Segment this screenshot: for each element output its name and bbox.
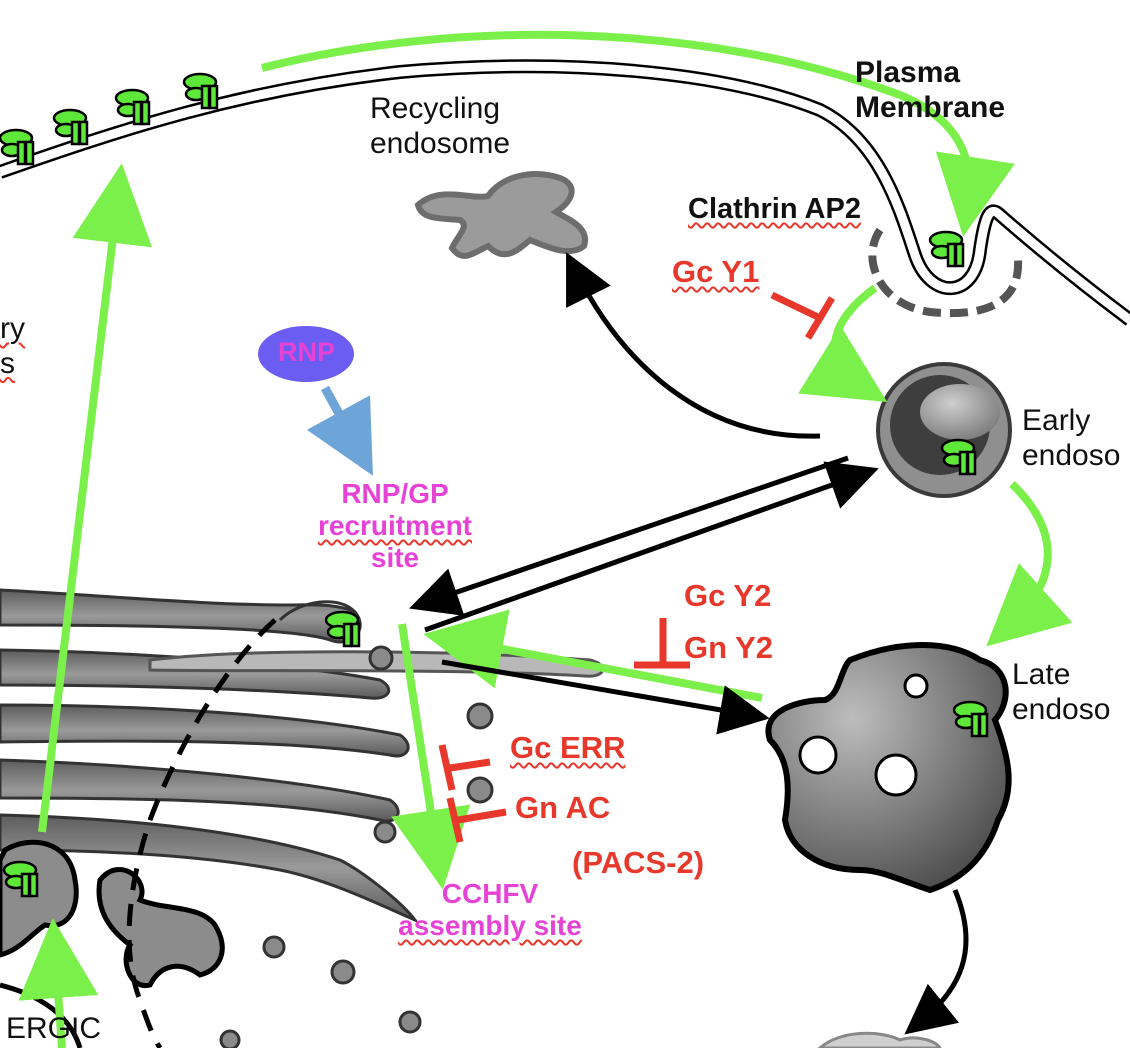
arrow-late-to-golgi: [423, 609, 763, 702]
gc-y2-label: Gc Y2: [684, 578, 772, 613]
gc-err-label: Gc ERR: [510, 730, 626, 765]
inhibit-gc-err-stem: [449, 758, 491, 772]
gc-y1-label: Gc Y1: [672, 254, 760, 289]
pacs2-label: (PACS-2): [572, 845, 705, 880]
arrow-late-downward: [904, 889, 969, 1035]
ergic-label: ERGIC: [6, 1012, 102, 1045]
green-trafficking-arrows: [18, 30, 1073, 1048]
rnp-label: RNP: [278, 337, 336, 367]
inhibit-gc-err-bar: [438, 744, 456, 791]
inhibition-markers: [438, 291, 836, 843]
arrow-early-to-late: [986, 481, 1073, 647]
arrow-pit-to-early: [798, 284, 888, 402]
arrow-into-ergic: [18, 918, 99, 1048]
early-endosome-shape: [876, 362, 1012, 498]
rnp-blob: [258, 326, 354, 382]
arrow-golgi-to-early: [424, 461, 879, 633]
recycling-endosome-shape: [414, 171, 589, 259]
inhibit-gc-y1: [770, 291, 822, 322]
gn-ac-label: Gn AC: [515, 790, 611, 825]
nucleus-dashed-outline: [126, 618, 277, 1048]
arrow-golgi-to-late: [441, 659, 770, 735]
arrow-early-to-golgi: [409, 455, 849, 616]
recruitment-site-label: RNP/GP recruitment site: [317, 478, 473, 574]
left-cut-label: ry s: [0, 312, 25, 380]
arrow-early-to-recycling: [566, 252, 821, 439]
recycling-endosome-label: Recycling endosome: [370, 92, 511, 160]
golgi-vesicles: [219, 645, 494, 1048]
rnp-arrow: [306, 385, 373, 476]
bottom-organelle: [817, 1031, 942, 1048]
assembly-site-label: CCHFV assembly site: [398, 878, 582, 942]
plasma-membrane-label: Plasma Membrane: [855, 56, 1006, 124]
inhibit-gc-y1-bar: [804, 296, 836, 340]
late-endosome-label: Late endoso: [1012, 658, 1111, 726]
clathrin-coat: [868, 227, 1023, 318]
inhibit-gn-ac-stem: [457, 808, 507, 824]
late-endosome-shape: [765, 642, 1012, 894]
gn-y2-label: Gn Y2: [684, 630, 774, 665]
black-trafficking-arrows: [409, 252, 969, 1035]
arrow-to-assembly-site: [391, 623, 471, 890]
arrow-ergic-to-membrane: [38, 163, 153, 833]
inhibit-gn-ac-bar: [446, 797, 464, 843]
arrow-to-clathrin-pit: [261, 30, 1015, 237]
clathrin-ap2-label: Clathrin AP2: [688, 193, 861, 225]
early-endosome-label: Early endoso: [1022, 404, 1121, 472]
